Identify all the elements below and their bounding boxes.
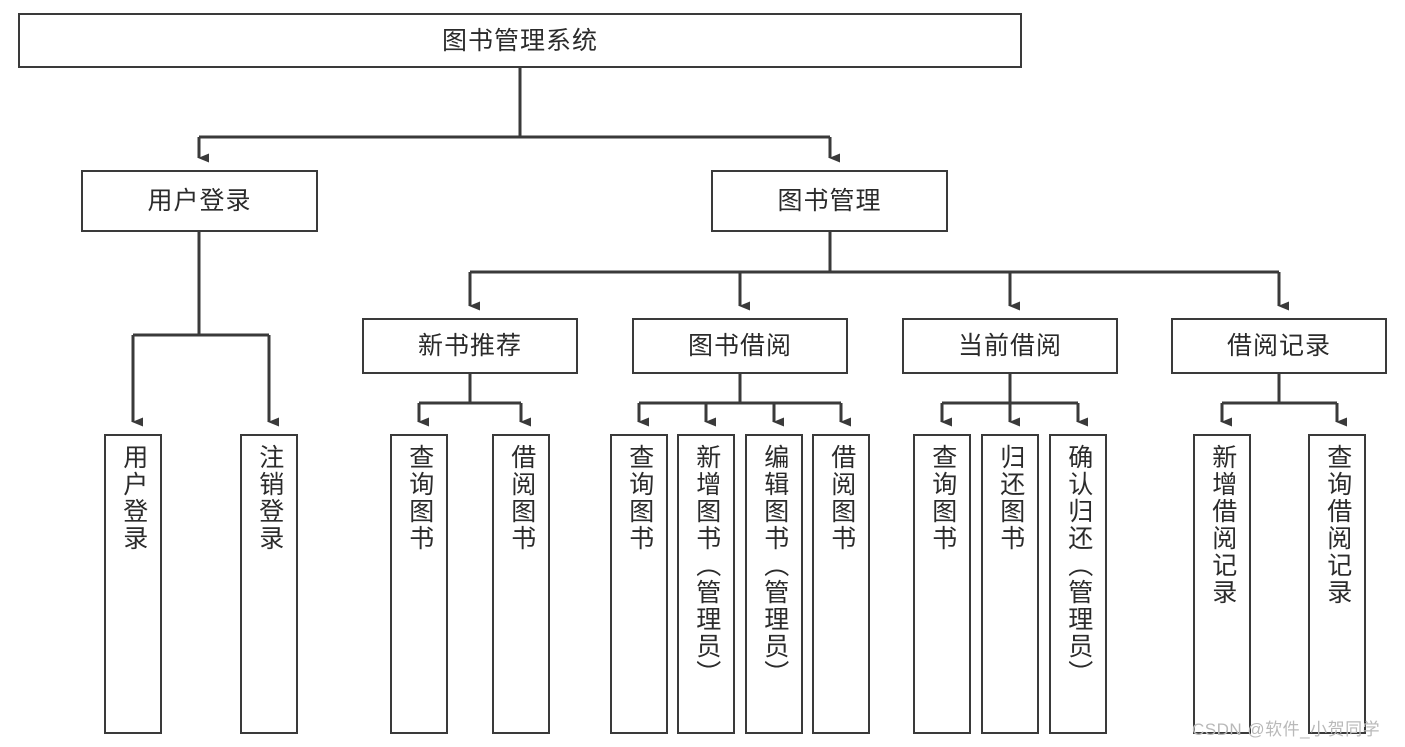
node-user-login[interactable]: 用户登录 — [81, 170, 318, 232]
leaf-label: 新增图书（管理员） — [692, 444, 721, 687]
leaf-label: 归还图书 — [996, 444, 1025, 552]
leaf-label: 查询图书 — [625, 444, 654, 552]
leaf-query-book-new[interactable]: 查询图书 — [390, 434, 448, 734]
leaf-return-book[interactable]: 归还图书 — [981, 434, 1039, 734]
node-label: 图书管理 — [777, 187, 882, 215]
node-current-borrow[interactable]: 当前借阅 — [902, 318, 1118, 374]
node-new-book-recommend[interactable]: 新书推荐 — [362, 318, 578, 374]
node-label: 借阅记录 — [1226, 332, 1331, 360]
leaf-user-login[interactable]: 用户登录 — [104, 434, 162, 734]
leaf-label: 用户登录 — [119, 444, 148, 552]
node-book-borrow[interactable]: 图书借阅 — [632, 318, 848, 374]
leaf-logout[interactable]: 注销登录 — [240, 434, 298, 734]
node-label: 新书推荐 — [417, 332, 522, 360]
leaf-label: 借阅图书 — [507, 444, 536, 552]
leaf-add-borrow-record[interactable]: 新增借阅记录 — [1193, 434, 1251, 734]
leaf-label: 查询借阅记录 — [1323, 444, 1352, 606]
node-label: 图书借阅 — [687, 332, 792, 360]
csdn-watermark: CSDN @软件_小贺同学 — [1192, 720, 1381, 739]
node-label: 当前借阅 — [957, 332, 1062, 360]
node-borrow-record[interactable]: 借阅记录 — [1171, 318, 1387, 374]
node-label: 用户登录 — [147, 187, 252, 215]
leaf-label: 注销登录 — [255, 444, 284, 552]
leaf-label: 确认归还（管理员） — [1064, 444, 1093, 687]
leaf-confirm-return-admin[interactable]: 确认归还（管理员） — [1049, 434, 1107, 734]
leaf-label: 查询图书 — [405, 444, 434, 552]
node-root-system[interactable]: 图书管理系统 — [18, 13, 1022, 68]
leaf-borrow-book-new[interactable]: 借阅图书 — [492, 434, 550, 734]
leaf-borrow-book[interactable]: 借阅图书 — [812, 434, 870, 734]
leaf-label: 编辑图书（管理员） — [760, 444, 789, 687]
leaf-query-borrow-record[interactable]: 查询借阅记录 — [1308, 434, 1366, 734]
leaf-label: 借阅图书 — [827, 444, 856, 552]
leaf-label: 查询图书 — [928, 444, 957, 552]
leaf-add-book-admin[interactable]: 新增图书（管理员） — [677, 434, 735, 734]
leaf-label: 新增借阅记录 — [1208, 444, 1237, 606]
node-label: 图书管理系统 — [441, 26, 598, 55]
leaf-query-book-current[interactable]: 查询图书 — [913, 434, 971, 734]
leaf-query-book-borrow[interactable]: 查询图书 — [610, 434, 668, 734]
leaf-edit-book-admin[interactable]: 编辑图书（管理员） — [745, 434, 803, 734]
node-book-management[interactable]: 图书管理 — [711, 170, 948, 232]
